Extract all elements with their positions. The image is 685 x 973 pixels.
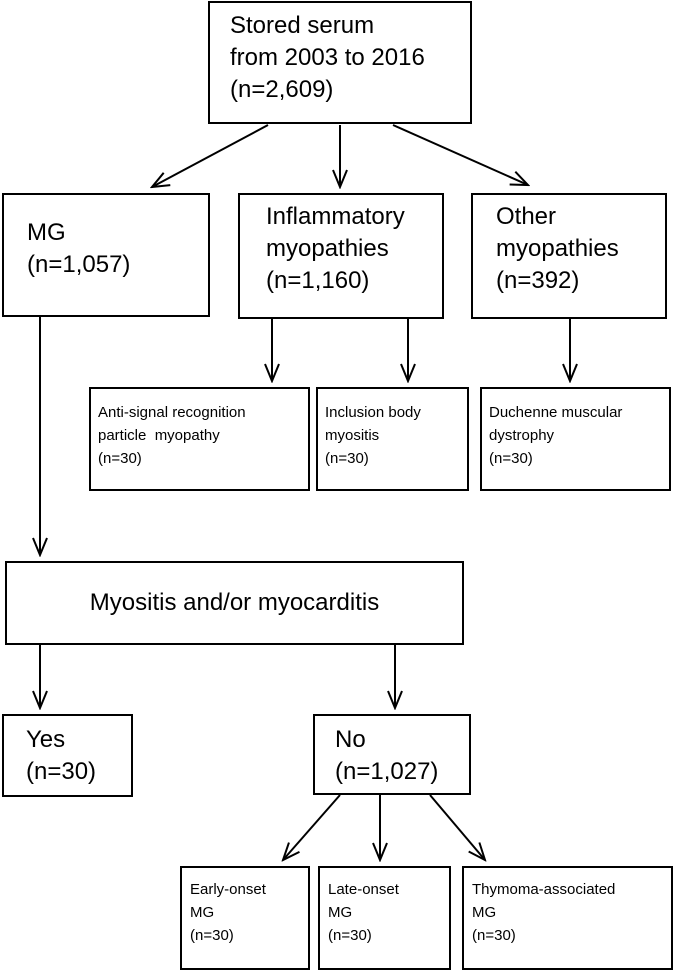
box-line: (n=1,160) bbox=[266, 267, 370, 294]
box-thymoma-associated-mg: Thymoma-associated MG (n=30) bbox=[462, 866, 673, 970]
box-other-myopathies: Other myopathies (n=392) bbox=[471, 193, 667, 319]
box-line: Thymoma-associated bbox=[472, 881, 616, 898]
box-line: myopathies bbox=[266, 235, 389, 262]
box-line: (n=30) bbox=[98, 450, 142, 467]
arrow-no-to-early bbox=[283, 794, 341, 860]
box-line: Duchenne muscular bbox=[489, 404, 623, 421]
box-line: Inflammatory bbox=[266, 203, 405, 230]
box-line: (n=1,027) bbox=[335, 758, 439, 785]
arrow-root-to-mg bbox=[152, 124, 269, 187]
box-line: MG bbox=[328, 904, 353, 921]
box-line: Stored serum bbox=[230, 12, 375, 39]
box-anti-srp-myopathy: Anti-signal recognition particle myopath… bbox=[89, 387, 310, 491]
box-line: myopathies bbox=[496, 235, 619, 262]
box-myositis-myocarditis: Myositis and/or myocarditis bbox=[5, 561, 464, 645]
box-line: MG bbox=[190, 904, 215, 921]
box-line: particle myopathy bbox=[98, 427, 220, 444]
box-line: (n=30) bbox=[190, 927, 234, 944]
box-line: (n=30) bbox=[472, 927, 516, 944]
box-line: (n=392) bbox=[496, 267, 580, 294]
box-line: MG bbox=[27, 219, 66, 246]
box-line: (n=30) bbox=[26, 758, 97, 785]
box-line: MG bbox=[472, 904, 497, 921]
box-early-onset-mg: Early-onset MG (n=30) bbox=[180, 866, 310, 970]
box-mg: MG (n=1,057) bbox=[2, 193, 210, 317]
box-line: Yes bbox=[26, 726, 66, 753]
box-line: No bbox=[335, 726, 366, 753]
box-line: (n=30) bbox=[489, 450, 533, 467]
box-line: (n=2,609) bbox=[230, 76, 334, 103]
box-line: from 2003 to 2016 bbox=[230, 44, 425, 71]
arrow-no-to-thymoma bbox=[429, 794, 485, 860]
box-late-onset-mg: Late-onset MG (n=30) bbox=[318, 866, 451, 970]
arrow-root-to-other bbox=[392, 124, 528, 185]
box-line: (n=30) bbox=[325, 450, 369, 467]
box-inflammatory-myopathies: Inflammatory myopathies (n=1,160) bbox=[238, 193, 444, 319]
box-stored-serum: Stored serum from 2003 to 2016 (n=2,609) bbox=[208, 1, 472, 124]
box-line: Myositis and/or myocarditis bbox=[89, 589, 380, 616]
box-line: (n=1,057) bbox=[27, 251, 131, 278]
box-line: Inclusion body bbox=[325, 404, 421, 421]
box-yes: Yes (n=30) bbox=[2, 714, 133, 797]
box-inclusion-body-myositis: Inclusion body myositis (n=30) bbox=[316, 387, 469, 491]
box-line: Early-onset bbox=[190, 881, 266, 898]
box-duchenne-muscular-dystrophy: Duchenne muscular dystrophy (n=30) bbox=[480, 387, 671, 491]
box-no: No (n=1,027) bbox=[313, 714, 471, 795]
box-line: dystrophy bbox=[489, 427, 555, 444]
box-line: Anti-signal recognition bbox=[98, 404, 246, 421]
box-line: Late-onset bbox=[328, 881, 399, 898]
box-line: Other bbox=[496, 203, 557, 230]
box-line: (n=30) bbox=[328, 927, 372, 944]
box-line: myositis bbox=[325, 427, 380, 444]
